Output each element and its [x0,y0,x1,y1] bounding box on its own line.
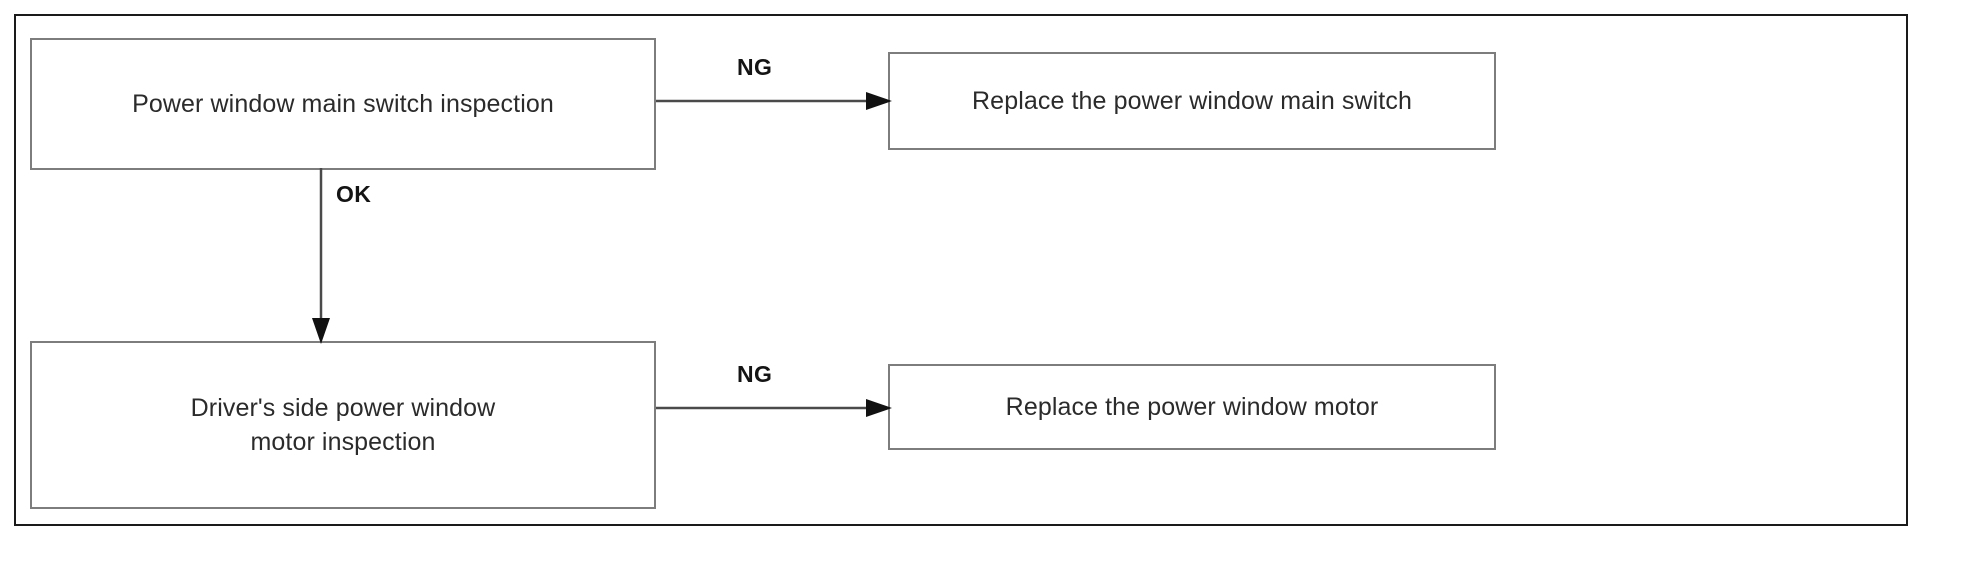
node-main-switch-inspection[interactable]: Power window main switch inspection [30,38,656,170]
edge-label-ng-top: NG [737,54,773,80]
arrowhead-right-icon [866,92,892,110]
node-replace-main-switch[interactable]: Replace the power window main switch [888,52,1496,150]
edge-label-ng-bottom: NG [737,361,773,387]
arrowhead-right-icon [866,399,892,417]
node-replace-motor[interactable]: Replace the power window motor [888,364,1496,450]
arrowhead-down-icon [312,318,330,344]
node-motor-inspection[interactable]: Driver's side power window motor inspect… [30,341,656,509]
edge-label-ok: OK [336,181,372,207]
connector-ok [306,168,336,346]
connector-ng-top [656,86,894,116]
connector-ng-bottom [656,393,894,423]
